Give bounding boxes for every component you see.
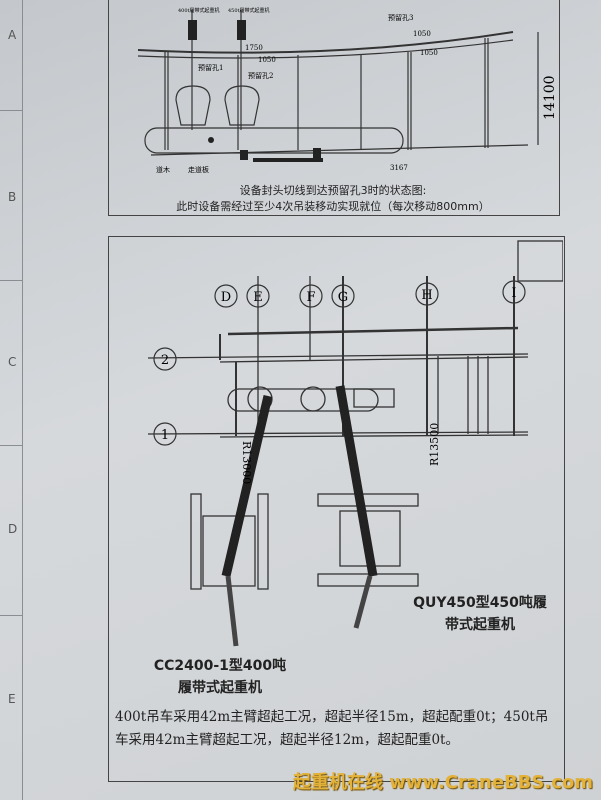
dimension: 1750: [245, 44, 263, 52]
radius-label: R13000: [240, 441, 253, 484]
crane-right-label-line: QUY450型450吨履: [413, 595, 547, 611]
lifting-note: 400t吊车采用42m主臂超起工况，超起半径15m，超起配重0t；450t吊车采…: [115, 709, 549, 748]
ground-label: 走道板: [188, 165, 209, 174]
margin-tick: [0, 280, 22, 281]
axis-label-2: 2: [161, 353, 169, 368]
crane-label: 400t履带式起重机: [178, 7, 220, 14]
margin-letter: B: [8, 190, 17, 204]
elevation-drawing-frame: [108, 0, 560, 216]
plan-drawing-frame: [108, 236, 565, 782]
axis-label-F: F: [306, 290, 315, 305]
axis-label-H: H: [421, 288, 432, 303]
margin-letter: D: [8, 522, 18, 536]
crane-left-label-line: CC2400-1型400吨: [153, 658, 287, 674]
dimension: 1050: [413, 30, 431, 38]
elevation-drawing: 400t履带式起重机 450t履带式起重机 预留孔1 预留孔2 预留孔3 175…: [137, 7, 558, 174]
dimension-height: 14100: [542, 75, 558, 120]
crane-left-label: CC2400-1型400吨 履带式起重机: [150, 655, 290, 699]
crane-right-label-line: 带式起重机: [445, 617, 515, 633]
radius-label: R13500: [428, 423, 441, 466]
ground-label: 道木: [156, 165, 170, 174]
axis-label-G: G: [338, 290, 348, 305]
watermark: 起重机在线 www.CraneBBS.com: [292, 772, 593, 793]
elevation-caption: 设备封头切线到达预留孔3时的状态图:: [239, 184, 427, 197]
margin-line: [22, 0, 23, 800]
margin-tick: [0, 445, 22, 446]
crane-label: 450t履带式起重机: [228, 7, 270, 14]
elevation-caption: 此时设备需经过至少4次吊装移动实现就位（每次移动800mm）: [176, 200, 490, 213]
margin-letter: E: [8, 692, 16, 706]
axis-label-1: 1: [161, 428, 169, 443]
plan-drawing: D E F G H I 2 1 R13000 R13500: [147, 240, 563, 647]
hole-label: 预留孔1: [198, 63, 223, 72]
axis-label-D: D: [221, 290, 231, 305]
hole-label: 预留孔3: [388, 13, 413, 22]
margin-letter: A: [8, 28, 17, 42]
hole-label: 预留孔2: [248, 71, 273, 80]
margin-tick: [0, 615, 22, 616]
dimension: 1050: [420, 49, 438, 57]
margin-tick: [0, 110, 22, 111]
crane-right-label: QUY450型450吨履 带式起重机: [410, 592, 550, 636]
dimension: 1050: [258, 56, 276, 64]
dimension: 3167: [390, 164, 408, 172]
axis-label-I: I: [511, 286, 516, 301]
margin-letter: C: [8, 355, 17, 369]
crane-left-label-line: 履带式起重机: [178, 680, 262, 696]
axis-label-E: E: [253, 290, 263, 305]
